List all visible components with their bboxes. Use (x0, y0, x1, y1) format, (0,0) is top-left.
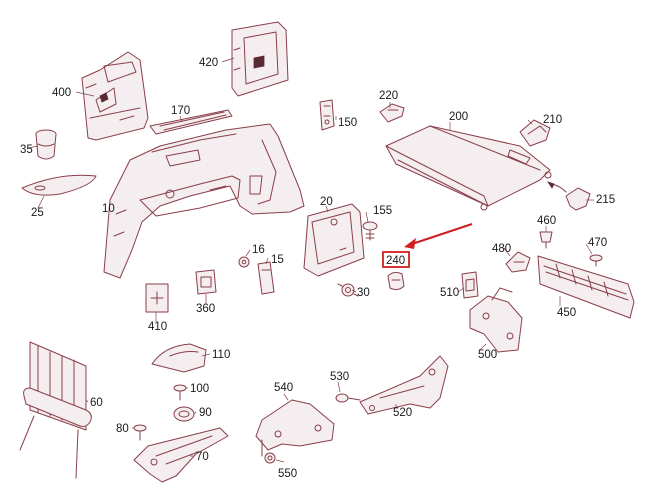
part-labels: 400 420 170 35 10 25 220 150 200 210 215… (20, 57, 615, 480)
part-80-drawing[interactable] (133, 424, 147, 441)
label-30[interactable]: 30 (357, 287, 370, 299)
label-80[interactable]: 80 (116, 423, 129, 435)
label-150[interactable]: 150 (338, 117, 357, 129)
label-200[interactable]: 200 (449, 111, 468, 123)
label-155[interactable]: 155 (373, 205, 392, 217)
part-60-drawing[interactable] (19, 341, 92, 479)
part-25-drawing[interactable] (21, 174, 97, 196)
part-470-drawing[interactable] (589, 254, 603, 267)
label-220[interactable]: 220 (379, 90, 398, 102)
part-215-drawing[interactable] (547, 181, 591, 211)
label-510[interactable]: 510 (440, 287, 459, 299)
label-10[interactable]: 10 (102, 203, 115, 215)
part-15-drawing[interactable] (257, 261, 275, 295)
label-60[interactable]: 60 (90, 397, 103, 409)
label-500[interactable]: 500 (478, 349, 497, 361)
label-240[interactable]: 240 (386, 255, 405, 267)
part-35-drawing[interactable] (35, 129, 57, 160)
part-155-drawing[interactable] (362, 221, 378, 241)
label-480[interactable]: 480 (492, 243, 511, 255)
label-450[interactable]: 450 (557, 307, 576, 319)
part-240-drawing[interactable] (387, 271, 405, 291)
part-240-highlight-box (382, 251, 410, 268)
label-110[interactable]: 110 (212, 349, 230, 361)
label-210[interactable]: 210 (543, 114, 562, 126)
part-150-drawing[interactable] (319, 99, 335, 131)
label-25[interactable]: 25 (31, 207, 44, 219)
part-200-drawing[interactable] (385, 125, 552, 211)
label-360[interactable]: 360 (196, 303, 215, 315)
label-215[interactable]: 215 (596, 194, 615, 206)
label-460[interactable]: 460 (537, 215, 556, 227)
part-520-drawing[interactable] (359, 355, 449, 415)
label-420[interactable]: 420 (199, 57, 218, 69)
label-90[interactable]: 90 (199, 407, 212, 419)
label-16[interactable]: 16 (252, 244, 265, 256)
part-110-drawing[interactable] (151, 343, 207, 373)
label-530[interactable]: 530 (330, 371, 349, 383)
label-100[interactable]: 100 (190, 383, 209, 395)
part-550-drawing[interactable] (264, 452, 276, 464)
part-400-drawing[interactable] (81, 51, 149, 141)
label-70[interactable]: 70 (196, 451, 209, 463)
part-500-drawing[interactable] (469, 287, 523, 353)
part-540-drawing[interactable] (255, 399, 335, 457)
highlight-arrow (404, 223, 473, 249)
label-550[interactable]: 550 (278, 468, 297, 480)
label-20[interactable]: 20 (320, 196, 333, 208)
part-460-drawing[interactable] (539, 231, 553, 249)
part-90-drawing[interactable] (173, 406, 195, 422)
label-470[interactable]: 470 (588, 237, 607, 249)
part-20-drawing[interactable] (303, 203, 365, 277)
label-520[interactable]: 520 (393, 407, 412, 419)
part-410-drawing[interactable] (145, 283, 169, 313)
label-400[interactable]: 400 (52, 87, 71, 99)
part-480-drawing[interactable] (505, 251, 531, 273)
label-410[interactable]: 410 (148, 321, 167, 333)
part-16-drawing[interactable] (238, 256, 250, 268)
label-540[interactable]: 540 (274, 382, 293, 394)
part-10-drawing[interactable] (103, 123, 305, 279)
label-35[interactable]: 35 (20, 144, 33, 156)
part-450-drawing[interactable] (537, 255, 635, 319)
leader-lines (27, 57, 594, 463)
label-15[interactable]: 15 (271, 254, 284, 266)
part-420-drawing[interactable] (231, 21, 289, 97)
part-30-drawing[interactable] (337, 283, 359, 297)
part-530-drawing[interactable] (335, 393, 361, 403)
part-510-drawing[interactable] (461, 271, 479, 299)
label-170[interactable]: 170 (171, 105, 190, 117)
part-70-drawing[interactable] (133, 427, 229, 483)
part-170-drawing[interactable] (149, 109, 233, 135)
part-360-drawing[interactable] (195, 269, 217, 295)
part-100-drawing[interactable] (173, 384, 187, 401)
part-220-drawing[interactable] (379, 103, 405, 123)
part-210-drawing[interactable] (519, 119, 551, 147)
